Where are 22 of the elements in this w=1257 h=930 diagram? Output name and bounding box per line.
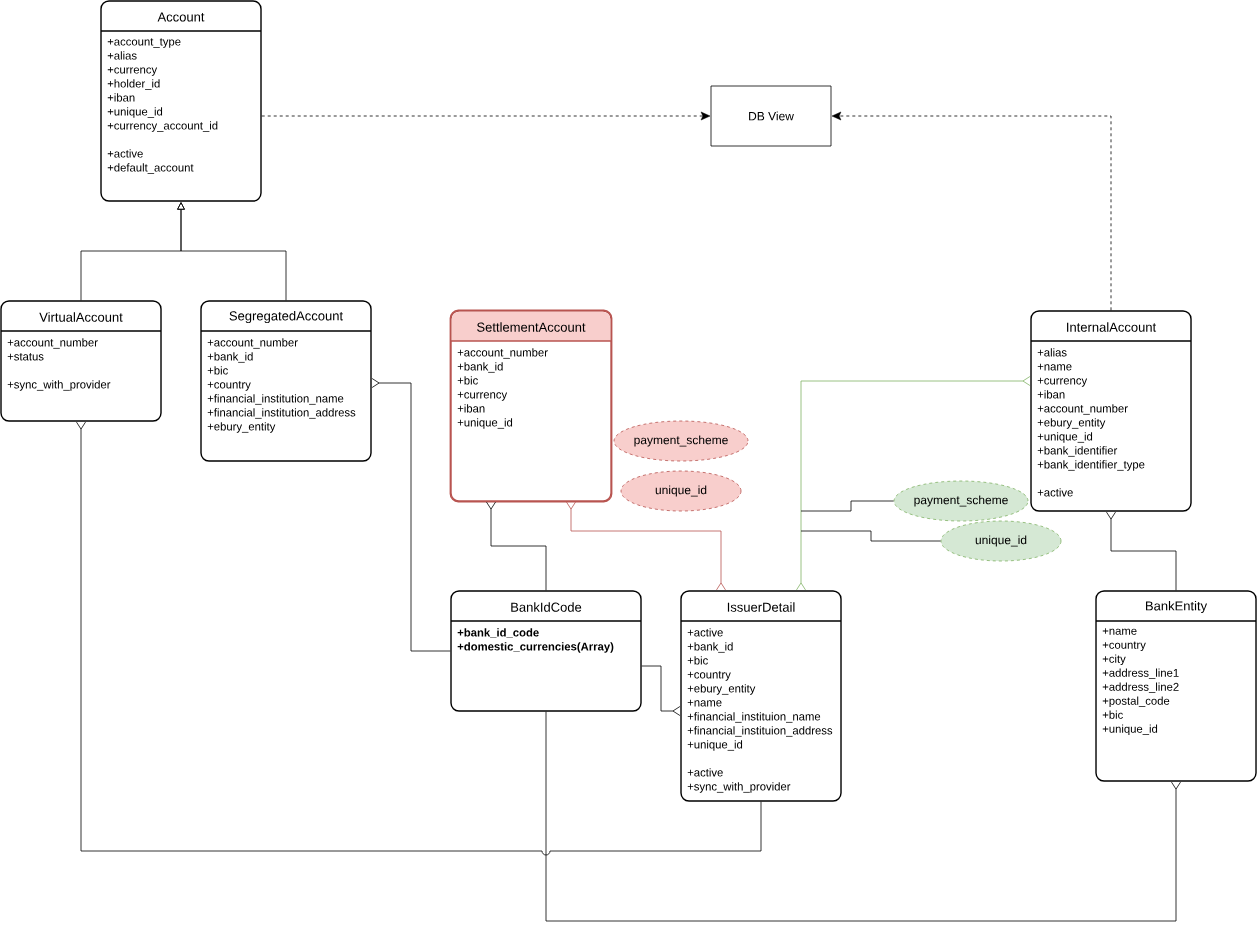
relationship-line (1106, 511, 1177, 591)
class-box: IssuerDetail +active +bank_id +bic +country +ebury_entity +name +financial_instituion_name +financial_instituion_address +unique_id +active +sync_with_provider (680, 590, 842, 802)
class-box: SettlementAccount +account_number +bank_id +bic +currency +iban +unique_id (449, 309, 613, 503)
class-box: InternalAccount +alias +name +currency +iban +account_number +ebury_entity +unique_id +bank_identifier +bank_identifier_type +active (1030, 310, 1192, 512)
relationship-line (796, 376, 1031, 591)
arrow (177, 202, 287, 301)
arrow (261, 111, 711, 121)
class-box: SegregatedAccount +account_number +bank_id +bic +country +financial_institution_name +financial_institution_address +ebury_entity (200, 300, 372, 462)
relationship-line (641, 665, 681, 716)
arrow (831, 111, 1112, 311)
class-box: VirtualAccount +account_number +status +sync_with_provider (0, 300, 162, 422)
class-box: Account +account_type +alias +currency +holder_id +iban +unique_id +currency_account_id +active +default_account (100, 0, 262, 202)
connector-line (800, 500, 895, 512)
view-box: DB View (710, 85, 832, 147)
class-box: BankIdCode +bank_id_code +domestic_currencies(Array) (450, 590, 642, 712)
relationship-line (371, 378, 451, 652)
relationship-line (76, 421, 762, 856)
relationship-line (486, 501, 547, 591)
connector-line (800, 530, 941, 542)
relationship-line (566, 501, 726, 591)
relationship-line (545, 711, 1181, 922)
class-box: BankEntity +name +country +city +address_line1 +address_line2 +postal_code +bic +unique_id (1095, 590, 1257, 782)
